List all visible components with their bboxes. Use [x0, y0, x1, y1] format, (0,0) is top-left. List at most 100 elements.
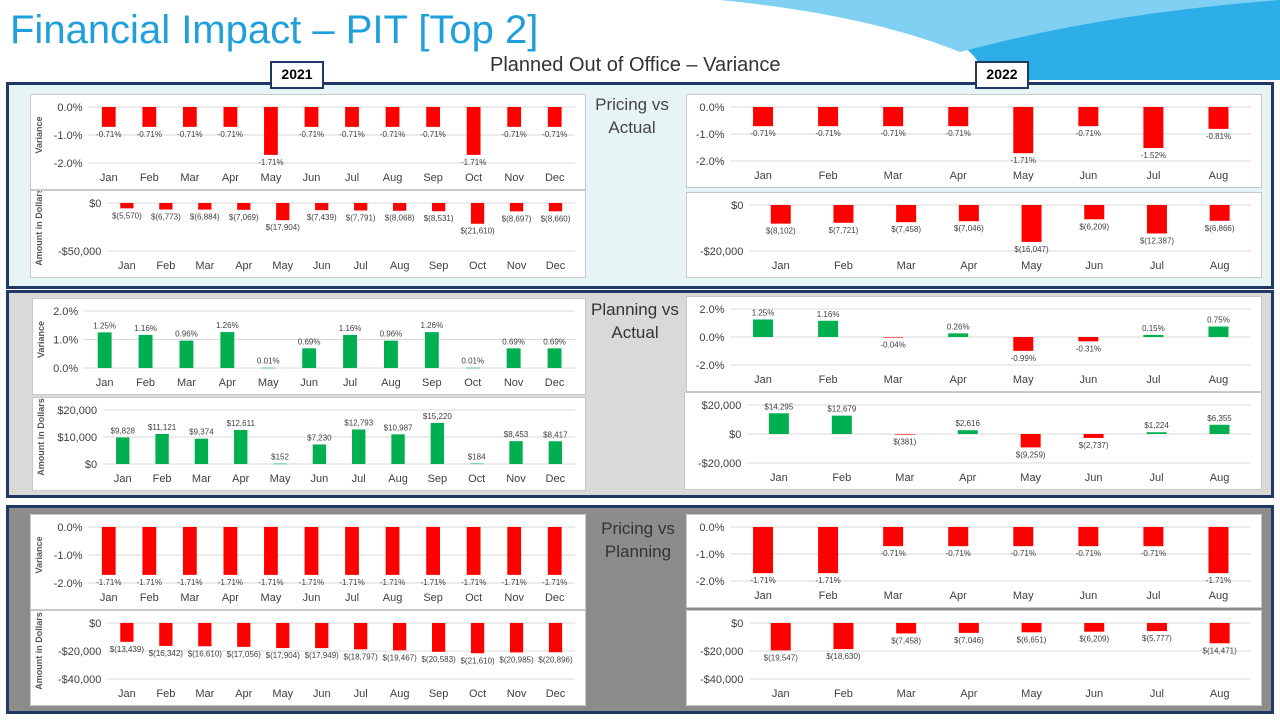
bar-feb [833, 205, 854, 223]
x-tick-label: Jun [313, 260, 331, 272]
bar-jul [1143, 527, 1164, 547]
data-label: -0.31% [1076, 344, 1101, 353]
x-tick-label: Feb [819, 170, 838, 182]
x-tick-label: Feb [156, 688, 175, 700]
x-tick-label: Dec [546, 473, 566, 485]
data-label: $(7,458) [891, 225, 921, 234]
bar-feb [155, 433, 169, 464]
data-label: -0.71% [218, 130, 243, 139]
y-tick-label: 0.0% [699, 522, 724, 534]
bar-jun [312, 444, 327, 464]
x-tick-label: Feb [136, 377, 155, 389]
bar-jun [302, 348, 317, 368]
data-label: -0.99% [1011, 354, 1036, 363]
bar-sep [426, 527, 440, 575]
bar-jun [1078, 107, 1099, 127]
bar-mar [198, 203, 212, 210]
bar-dec [547, 107, 562, 127]
data-label: -0.71% [502, 130, 527, 139]
data-label: $184 [468, 453, 486, 462]
x-tick-label: Jun [1085, 688, 1103, 700]
y-tick-label: -1.0% [696, 549, 725, 561]
year-label-2021: 2021 [270, 61, 324, 89]
bar-feb [142, 527, 157, 575]
page-subtitle: Planned Out of Office – Variance [490, 54, 781, 76]
data-label: 0.26% [947, 322, 970, 331]
y-tick-label: -2.0% [54, 158, 83, 170]
bar-jan [753, 107, 774, 127]
x-tick-label: Jul [345, 592, 359, 604]
data-label: -0.71% [880, 549, 905, 558]
bar-jul [345, 527, 359, 575]
data-label: $(9,259) [1016, 450, 1046, 459]
x-tick-label: Oct [468, 473, 485, 485]
bar-may [1021, 205, 1042, 242]
bar-apr [948, 333, 969, 337]
chart-pricing-planning-2022-dollars: $0-$20,000-$40,000$(19,547)Jan$(18,630)F… [686, 610, 1262, 706]
bar-may [264, 107, 278, 155]
data-label: $(13,439) [110, 645, 145, 654]
bar-may [276, 623, 290, 649]
x-tick-label: Nov [504, 172, 524, 184]
x-tick-label: Aug [1210, 688, 1230, 700]
x-tick-label: Mar [884, 590, 903, 602]
bar-dec [548, 203, 563, 212]
bar-jan [768, 413, 789, 434]
data-label: -0.71% [946, 129, 971, 138]
y-tick-label: $10,000 [57, 432, 97, 444]
bar-feb [818, 320, 839, 337]
bar-jan [753, 319, 774, 337]
bar-jun [1084, 623, 1105, 632]
bar-apr [948, 527, 969, 547]
x-tick-label: Sep [423, 172, 443, 184]
data-label: -1.71% [502, 578, 527, 587]
data-label: $12,679 [827, 405, 856, 414]
x-tick-label: Oct [469, 260, 486, 272]
bar-nov [507, 107, 522, 127]
x-tick-label: Jan [118, 688, 136, 700]
x-tick-label: Dec [546, 260, 566, 272]
x-tick-label: Oct [465, 172, 482, 184]
x-tick-label: Apr [950, 374, 967, 386]
x-tick-label: Feb [153, 473, 172, 485]
data-label: -0.71% [1076, 549, 1101, 558]
data-label: $(17,904) [266, 223, 301, 232]
bar-jul [1146, 432, 1167, 434]
data-label: -0.71% [1141, 549, 1166, 558]
data-label: $(2,737) [1079, 441, 1109, 450]
bar-apr [957, 430, 978, 434]
x-tick-label: Feb [819, 590, 838, 602]
data-label: -0.71% [946, 549, 971, 558]
data-label: -0.71% [339, 130, 364, 139]
chart-svg: $0-$20,000$(8,102)Jan$(7,721)Feb$(7,458)… [700, 200, 1251, 272]
x-tick-label: Jul [354, 688, 368, 700]
bar-jul [1146, 205, 1167, 234]
x-tick-label: Jan [114, 473, 132, 485]
data-label: $(16,342) [149, 649, 184, 658]
x-tick-label: Mar [895, 472, 914, 484]
x-tick-label: Aug [1210, 260, 1230, 272]
x-tick-label: Aug [1210, 472, 1230, 484]
data-label: -1.71% [339, 578, 364, 587]
bar-apr [223, 527, 238, 575]
chart-pricing-actual-2022-variance: 0.0%-1.0%-2.0%-0.71%Jan-0.71%Feb-0.71%Ma… [686, 94, 1262, 188]
data-label: $(7,458) [891, 636, 921, 645]
bar-jan [120, 623, 134, 642]
x-tick-label: Feb [832, 472, 851, 484]
bar-jul [1143, 107, 1164, 149]
x-tick-label: Jul [345, 172, 359, 184]
x-tick-label: Apr [219, 377, 236, 389]
bar-jun [304, 527, 319, 575]
bar-jan [753, 527, 774, 574]
y-tick-label: -$40,000 [700, 674, 743, 686]
y-axis-title: Amount in Dollars [34, 191, 44, 266]
data-label: $12,793 [344, 418, 373, 427]
x-tick-label: Apr [959, 472, 976, 484]
y-tick-label: $0 [89, 198, 101, 210]
bar-aug [1208, 527, 1229, 574]
x-tick-label: Feb [834, 260, 853, 272]
data-label: 0.15% [1142, 324, 1165, 333]
x-tick-label: Jun [311, 473, 329, 485]
section-label-planning-vs-actual: Planning vs Actual [591, 300, 679, 342]
bar-oct [470, 463, 484, 465]
